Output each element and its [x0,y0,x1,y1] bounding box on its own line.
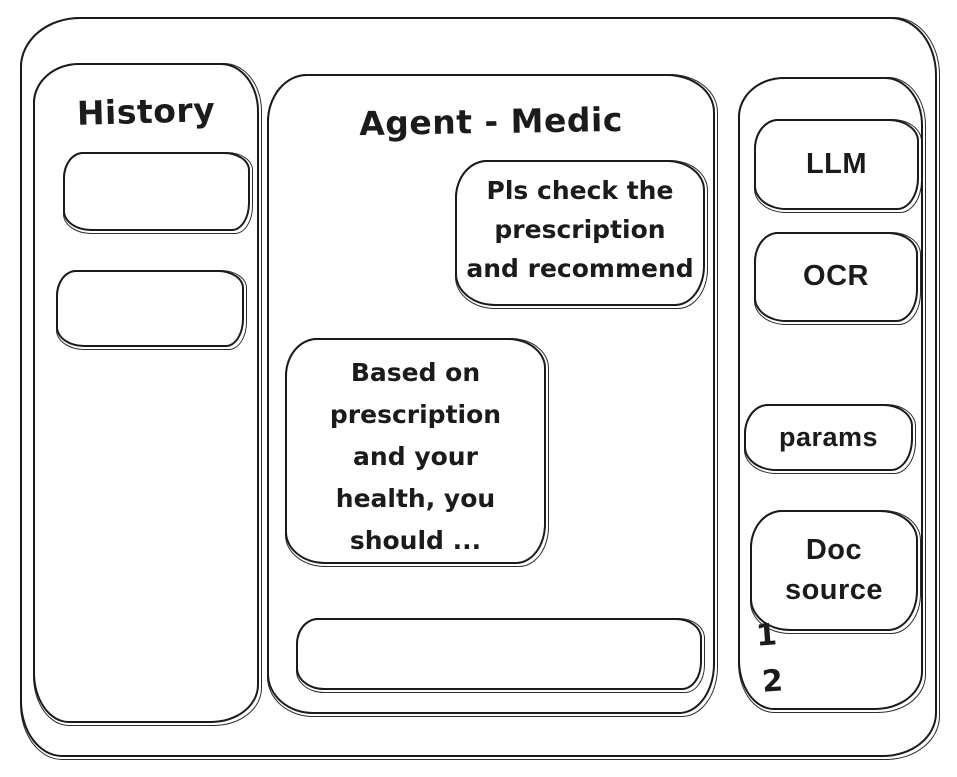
history-title: History [76,90,216,133]
message-input[interactable] [298,620,700,688]
assistant-message-bubble: Based on prescription and your health, y… [285,338,549,567]
llm-button[interactable]: LLM [754,119,922,213]
ocr-button[interactable]: OCR [754,232,921,325]
doc-source-button[interactable]: Doc source [750,510,921,634]
user-message-bubble: Pls check the prescription and recommend [455,160,708,309]
chat-title: Agent - Medic [358,99,624,144]
doc-source-item-1[interactable]: 1 [754,617,779,654]
history-panel: History [33,63,262,726]
chat-panel: Agent - Medic Pls check the prescription… [267,74,718,717]
history-item-1[interactable] [63,152,253,234]
doc-source-item-2[interactable]: 2 [760,663,785,700]
params-button[interactable]: params [744,404,916,474]
tools-panel: LLM OCR params Doc source 1 2 [738,77,926,713]
history-item-2[interactable] [56,270,247,350]
message-input-box[interactable] [296,618,705,693]
